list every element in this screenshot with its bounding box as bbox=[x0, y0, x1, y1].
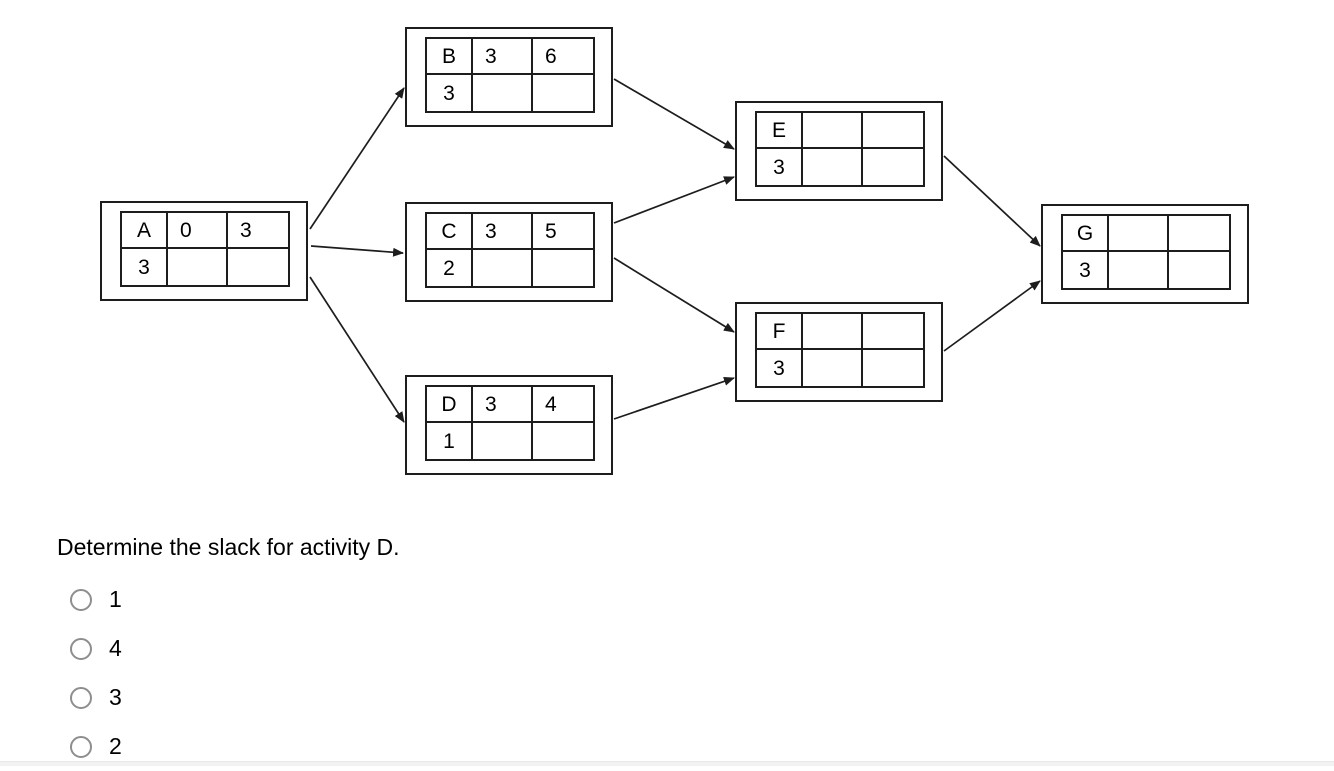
node-A-name: A bbox=[122, 213, 168, 249]
node-F-table: F 3 bbox=[755, 312, 925, 388]
node-E-duration: 3 bbox=[757, 149, 803, 185]
node-D-late-finish bbox=[533, 423, 593, 459]
node-E-late-finish bbox=[863, 149, 923, 185]
node-F-duration: 3 bbox=[757, 350, 803, 386]
option-1[interactable]: 1 bbox=[70, 575, 470, 624]
edge-C-F bbox=[613, 257, 735, 333]
node-C-name: C bbox=[427, 214, 473, 250]
node-A-table: A 0 3 3 bbox=[120, 211, 290, 287]
node-E-late-start bbox=[803, 149, 863, 185]
node-G-early-finish bbox=[1169, 216, 1229, 252]
node-B-late-start bbox=[473, 75, 533, 111]
edge-A-B bbox=[309, 87, 405, 230]
radio-button-icon[interactable] bbox=[70, 686, 92, 709]
node-E-early-start bbox=[803, 113, 863, 149]
node-F-name: F bbox=[757, 314, 803, 350]
node-C-table: C 3 5 2 bbox=[425, 212, 595, 288]
answer-options: 1 4 3 2 bbox=[70, 575, 470, 771]
edges-layer bbox=[309, 78, 1041, 423]
edge-C-E bbox=[613, 176, 735, 224]
edge-E-G bbox=[943, 155, 1041, 247]
option-2[interactable]: 2 bbox=[70, 722, 470, 771]
node-D-name: D bbox=[427, 387, 473, 423]
edge-F-G bbox=[943, 280, 1041, 352]
node-G-late-finish bbox=[1169, 252, 1229, 288]
node-D-early-start: 3 bbox=[473, 387, 533, 423]
node-G-name: G bbox=[1063, 216, 1109, 252]
node-G: G 3 bbox=[1041, 204, 1249, 304]
node-F-late-start bbox=[803, 350, 863, 386]
option-2-label: 2 bbox=[109, 733, 122, 759]
option-3[interactable]: 3 bbox=[70, 673, 470, 722]
activity-network-diagram: A 0 3 3 B 3 6 3 C 3 5 2 D 3 bbox=[100, 27, 1249, 475]
node-F-late-finish bbox=[863, 350, 923, 386]
option-3-label: 3 bbox=[109, 684, 122, 710]
radio-button-icon[interactable] bbox=[70, 588, 92, 611]
node-D-late-start bbox=[473, 423, 533, 459]
node-F-early-finish bbox=[863, 314, 923, 350]
radio-button-icon[interactable] bbox=[70, 735, 92, 758]
node-E-name: E bbox=[757, 113, 803, 149]
node-C-late-finish bbox=[533, 250, 593, 286]
node-D-early-finish: 4 bbox=[533, 387, 593, 423]
node-F: F 3 bbox=[735, 302, 943, 402]
node-F-early-start bbox=[803, 314, 863, 350]
node-A-late-start bbox=[168, 249, 228, 285]
node-G-early-start bbox=[1109, 216, 1169, 252]
edge-A-D bbox=[309, 276, 405, 423]
node-A-early-start: 0 bbox=[168, 213, 228, 249]
page-bottom-edge bbox=[0, 761, 1334, 766]
node-C-early-start: 3 bbox=[473, 214, 533, 250]
node-D-table: D 3 4 1 bbox=[425, 385, 595, 461]
option-1-label: 1 bbox=[109, 586, 122, 612]
node-A-duration: 3 bbox=[122, 249, 168, 285]
node-E-early-finish bbox=[863, 113, 923, 149]
option-4[interactable]: 4 bbox=[70, 624, 470, 673]
edge-B-E bbox=[613, 78, 735, 150]
edge-A-C bbox=[310, 245, 404, 257]
node-B-early-start: 3 bbox=[473, 39, 533, 75]
node-G-duration: 3 bbox=[1063, 252, 1109, 288]
node-C-early-finish: 5 bbox=[533, 214, 593, 250]
option-4-label: 4 bbox=[109, 635, 122, 661]
node-B-early-finish: 6 bbox=[533, 39, 593, 75]
node-C-late-start bbox=[473, 250, 533, 286]
node-B-table: B 3 6 3 bbox=[425, 37, 595, 113]
node-B-late-finish bbox=[533, 75, 593, 111]
node-G-late-start bbox=[1109, 252, 1169, 288]
question-text: Determine the slack for activity D. bbox=[57, 534, 400, 560]
node-D: D 3 4 1 bbox=[405, 375, 613, 475]
node-D-duration: 1 bbox=[427, 423, 473, 459]
node-A: A 0 3 3 bbox=[100, 201, 308, 301]
node-G-table: G 3 bbox=[1061, 214, 1231, 290]
node-C-duration: 2 bbox=[427, 250, 473, 286]
radio-button-icon[interactable] bbox=[70, 637, 92, 660]
node-A-late-finish bbox=[228, 249, 288, 285]
node-E: E 3 bbox=[735, 101, 943, 201]
node-C: C 3 5 2 bbox=[405, 202, 613, 302]
node-E-table: E 3 bbox=[755, 111, 925, 187]
node-B-name: B bbox=[427, 39, 473, 75]
node-B: B 3 6 3 bbox=[405, 27, 613, 127]
node-B-duration: 3 bbox=[427, 75, 473, 111]
edge-D-F bbox=[613, 376, 735, 420]
node-A-early-finish: 3 bbox=[228, 213, 288, 249]
